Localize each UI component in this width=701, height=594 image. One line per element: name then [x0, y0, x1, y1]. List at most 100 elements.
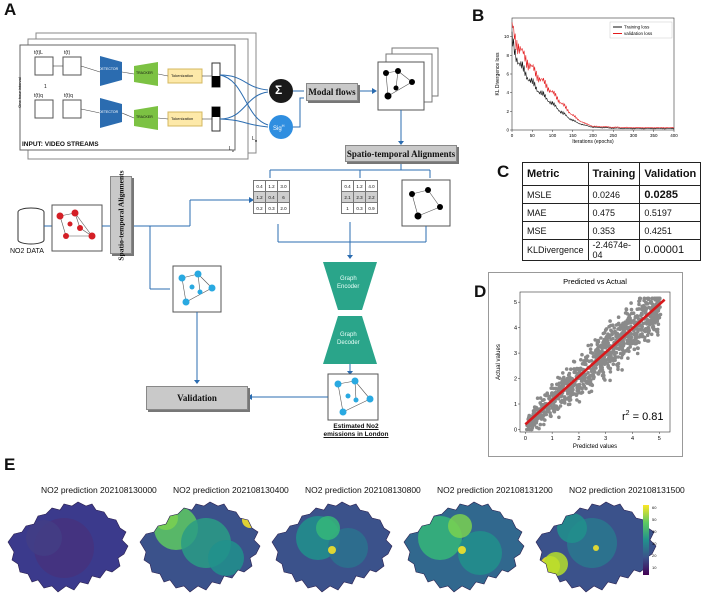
scatter-point: [580, 352, 584, 357]
scatter-point: [535, 396, 540, 400]
scatter-point: [559, 399, 563, 404]
scatter-point: [656, 322, 661, 326]
header-validation: Validation: [639, 162, 701, 186]
scatter-point: [538, 396, 543, 400]
spatio-temporal-alignments-top: Spatio-temporal Alignments: [345, 145, 457, 162]
panel-c-letter: C: [497, 162, 510, 181]
map-boundary: [403, 501, 525, 593]
training-value: 0.353: [587, 221, 641, 240]
scatter-point: [619, 355, 624, 360]
validation-value: 0.00001: [639, 239, 701, 261]
colorbar-tick-label: 60: [652, 505, 657, 510]
map-boundary: [139, 501, 261, 593]
scatter-point: [625, 341, 630, 345]
panel-b-letter: B: [472, 6, 485, 25]
scatter-point: [595, 340, 600, 345]
table-header-row: Metric Training Validation: [522, 162, 701, 186]
y-tick-label: 2: [506, 109, 509, 114]
y-axis-label: Actual values: [496, 344, 502, 380]
scatter-point: [584, 362, 588, 367]
y-axis-label: KL Divergence loss: [495, 52, 501, 95]
scatter-point: [655, 314, 659, 318]
map-region: [242, 512, 258, 528]
scatter-point: [609, 323, 613, 328]
scatter-point: [606, 334, 610, 338]
scatter-point: [616, 367, 620, 372]
scatter-point: [640, 312, 644, 317]
estimated-no2-label-2: emissions in London: [323, 431, 389, 438]
scatter-point: [622, 350, 626, 354]
scatter-point: [620, 331, 624, 336]
map-region: [458, 531, 502, 575]
map-region: [544, 552, 568, 576]
map-region: [593, 545, 599, 551]
scatter-point: [612, 352, 617, 357]
scatter-point: [561, 377, 565, 381]
scatter-point: [587, 390, 592, 395]
scatter-point: [652, 327, 656, 332]
scatter-point: [626, 346, 631, 351]
scatter-point: [604, 327, 609, 331]
map-region: [26, 520, 62, 556]
validation-value: 0.0285: [639, 185, 701, 204]
scatter-point: [552, 391, 557, 395]
scatter-point: [615, 322, 620, 327]
scatter-point: [651, 324, 656, 329]
scatter-point: [638, 333, 643, 337]
matrix-cell: 1.2: [265, 180, 278, 192]
graph-decoder-label-2: Decoder: [337, 340, 360, 346]
scatter-point: [591, 372, 595, 377]
y-tick-label: 1: [514, 402, 517, 408]
matrix-cell: 2.2: [365, 191, 378, 203]
map-region: [208, 540, 244, 576]
scatter-point: [567, 402, 572, 406]
scatter-point: [632, 347, 637, 352]
matrix-cell: 4.0: [365, 180, 378, 192]
scatter-point: [549, 386, 553, 390]
tokenization-label-1: Tokenization: [171, 73, 194, 78]
scatter-point: [600, 349, 604, 353]
scatter-point: [550, 391, 554, 395]
scatter-point: [542, 412, 547, 416]
scatter-point: [611, 362, 616, 366]
x-tick-label: 3: [604, 436, 607, 442]
matrix-cell: 1.2: [353, 180, 366, 192]
no2-prediction-map: [271, 501, 393, 593]
scatter-point: [538, 401, 542, 405]
scatter-point: [552, 409, 557, 414]
map-title: NO2 prediction 202108131200: [437, 485, 553, 495]
legend-box: [609, 21, 673, 39]
validation-box: Validation: [146, 386, 248, 410]
scatter-point: [643, 338, 647, 342]
scatter-point: [555, 382, 559, 387]
scatter-point: [574, 392, 579, 396]
l-m-label: LM: [252, 136, 258, 143]
series-line: [511, 31, 675, 130]
map-title: NO2 prediction 202108130800: [305, 485, 421, 495]
scatter-point: [552, 402, 556, 407]
scatter-point: [572, 360, 577, 364]
colorbar-tick-label: 40: [652, 529, 657, 534]
scatter-point: [623, 329, 627, 334]
frame-label-4: t(t)q: [64, 93, 73, 99]
matrix-cell: 2.0: [277, 202, 290, 214]
scatter-point: [649, 300, 654, 304]
matrix-cell: 2.1: [341, 191, 354, 203]
scatter-point: [573, 368, 578, 372]
scatter-point: [602, 331, 607, 335]
scatter-point: [561, 383, 566, 387]
scatter-point: [618, 351, 623, 356]
scatter-point: [646, 339, 651, 343]
map-region: [328, 546, 336, 554]
scatter-point: [600, 373, 605, 378]
scatter-point: [648, 322, 652, 326]
scatter-point: [553, 405, 557, 410]
scatter-point: [633, 314, 638, 319]
map-region: [316, 516, 340, 540]
scatter-point: [613, 329, 617, 334]
matrix-cell: 0.3: [353, 202, 366, 214]
panel-a-letter: A: [4, 0, 17, 19]
scatter-point: [631, 311, 636, 315]
